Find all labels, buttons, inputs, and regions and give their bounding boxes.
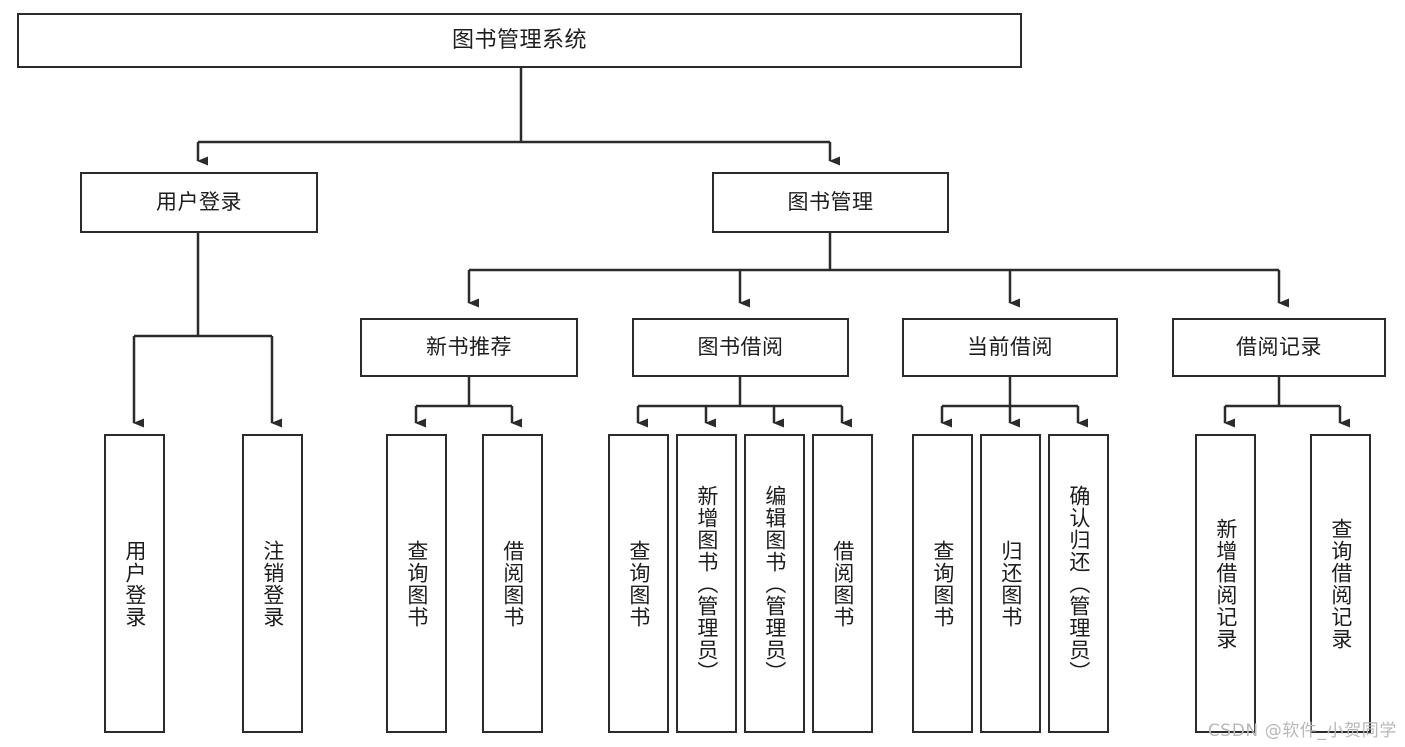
node-leaf-borrow-book-2[interactable]: 借阅图书 <box>812 434 873 733</box>
node-borrow-record[interactable]: 借阅记录 <box>1172 318 1386 377</box>
node-leaf-query-book-2-label: 查询图书 <box>626 539 651 628</box>
node-leaf-query-book-3-label: 查询图书 <box>930 539 955 628</box>
node-leaf-user-login-label: 用户登录 <box>122 539 147 628</box>
node-root-label: 图书管理系统 <box>451 27 587 53</box>
watermark: CSDN @软件_小贺同学 <box>1207 721 1397 741</box>
node-leaf-borrow-book-1-label: 借阅图书 <box>500 539 525 628</box>
node-current-borrow[interactable]: 当前借阅 <box>902 318 1118 377</box>
node-leaf-edit-book[interactable]: 编辑图书（管理员） <box>744 434 805 733</box>
node-leaf-add-record[interactable]: 新增借阅记录 <box>1195 434 1256 733</box>
node-leaf-add-book[interactable]: 新增图书（管理员） <box>676 434 737 733</box>
node-borrow-record-label: 借阅记录 <box>1236 335 1322 360</box>
node-leaf-user-login[interactable]: 用户登录 <box>104 434 165 733</box>
node-leaf-query-book-2[interactable]: 查询图书 <box>608 434 669 733</box>
node-leaf-add-record-label: 新增借阅记录 <box>1213 517 1238 650</box>
node-book-manage-label: 图书管理 <box>787 190 874 215</box>
node-leaf-borrow-book-2-label: 借阅图书 <box>830 539 855 628</box>
node-leaf-logout-label: 注销登录 <box>260 539 285 628</box>
node-user-login-label: 用户登录 <box>156 190 242 215</box>
node-new-book-recommend[interactable]: 新书推荐 <box>360 318 578 377</box>
node-leaf-query-record-label: 查询借阅记录 <box>1328 517 1353 650</box>
node-leaf-query-book-1-label: 查询图书 <box>404 539 429 628</box>
node-new-book-recommend-label: 新书推荐 <box>426 335 512 360</box>
node-leaf-query-record[interactable]: 查询借阅记录 <box>1310 434 1371 733</box>
node-leaf-confirm-return-label: 确认归还（管理员） <box>1066 484 1091 683</box>
node-leaf-return-book[interactable]: 归还图书 <box>980 434 1041 733</box>
node-leaf-borrow-book-1[interactable]: 借阅图书 <box>482 434 543 733</box>
node-root[interactable]: 图书管理系统 <box>17 13 1022 68</box>
node-book-borrow[interactable]: 图书借阅 <box>632 318 849 377</box>
node-leaf-query-book-1[interactable]: 查询图书 <box>386 434 447 733</box>
node-leaf-edit-book-label: 编辑图书（管理员） <box>762 484 787 683</box>
node-leaf-confirm-return[interactable]: 确认归还（管理员） <box>1048 434 1109 733</box>
node-leaf-query-book-3[interactable]: 查询图书 <box>912 434 973 733</box>
node-leaf-add-book-label: 新增图书（管理员） <box>694 484 719 683</box>
node-user-login[interactable]: 用户登录 <box>80 172 318 233</box>
node-book-borrow-label: 图书借阅 <box>697 335 784 360</box>
node-leaf-return-book-label: 归还图书 <box>998 539 1023 628</box>
node-book-manage[interactable]: 图书管理 <box>712 172 949 233</box>
node-leaf-logout[interactable]: 注销登录 <box>242 434 303 733</box>
node-current-borrow-label: 当前借阅 <box>967 335 1053 360</box>
